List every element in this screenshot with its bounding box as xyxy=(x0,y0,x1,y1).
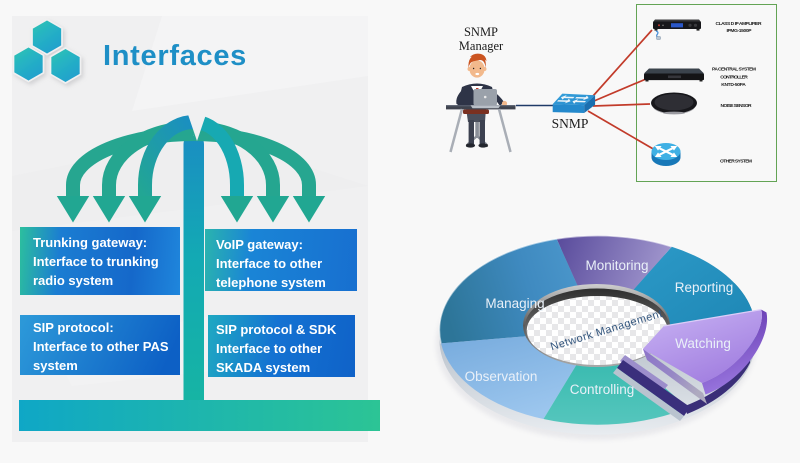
svg-text:OTHER SYSTEM: OTHER SYSTEM xyxy=(720,159,752,165)
svg-text:Observation: Observation xyxy=(465,369,538,384)
svg-text:NOISE SENSOR: NOISE SENSOR xyxy=(721,103,752,109)
svg-text:IPMG-1500P: IPMG-1500P xyxy=(727,28,753,34)
svg-text:CLASS D IP AMPLIFIER: CLASS D IP AMPLIFIER xyxy=(716,21,762,27)
svg-text:Monitoring: Monitoring xyxy=(585,258,648,273)
svg-text:PA CENTRAL SYSTEM: PA CENTRAL SYSTEM xyxy=(712,67,756,73)
svg-text:KNTD-50PA: KNTD-50PA xyxy=(721,82,746,88)
svg-text:CONTROLLER: CONTROLLER xyxy=(720,75,748,81)
svg-text:Controlling: Controlling xyxy=(570,382,635,397)
svg-text:Managing: Managing xyxy=(485,296,544,311)
svg-text:Reporting: Reporting xyxy=(675,280,734,295)
svg-text:Watching: Watching xyxy=(675,336,731,351)
